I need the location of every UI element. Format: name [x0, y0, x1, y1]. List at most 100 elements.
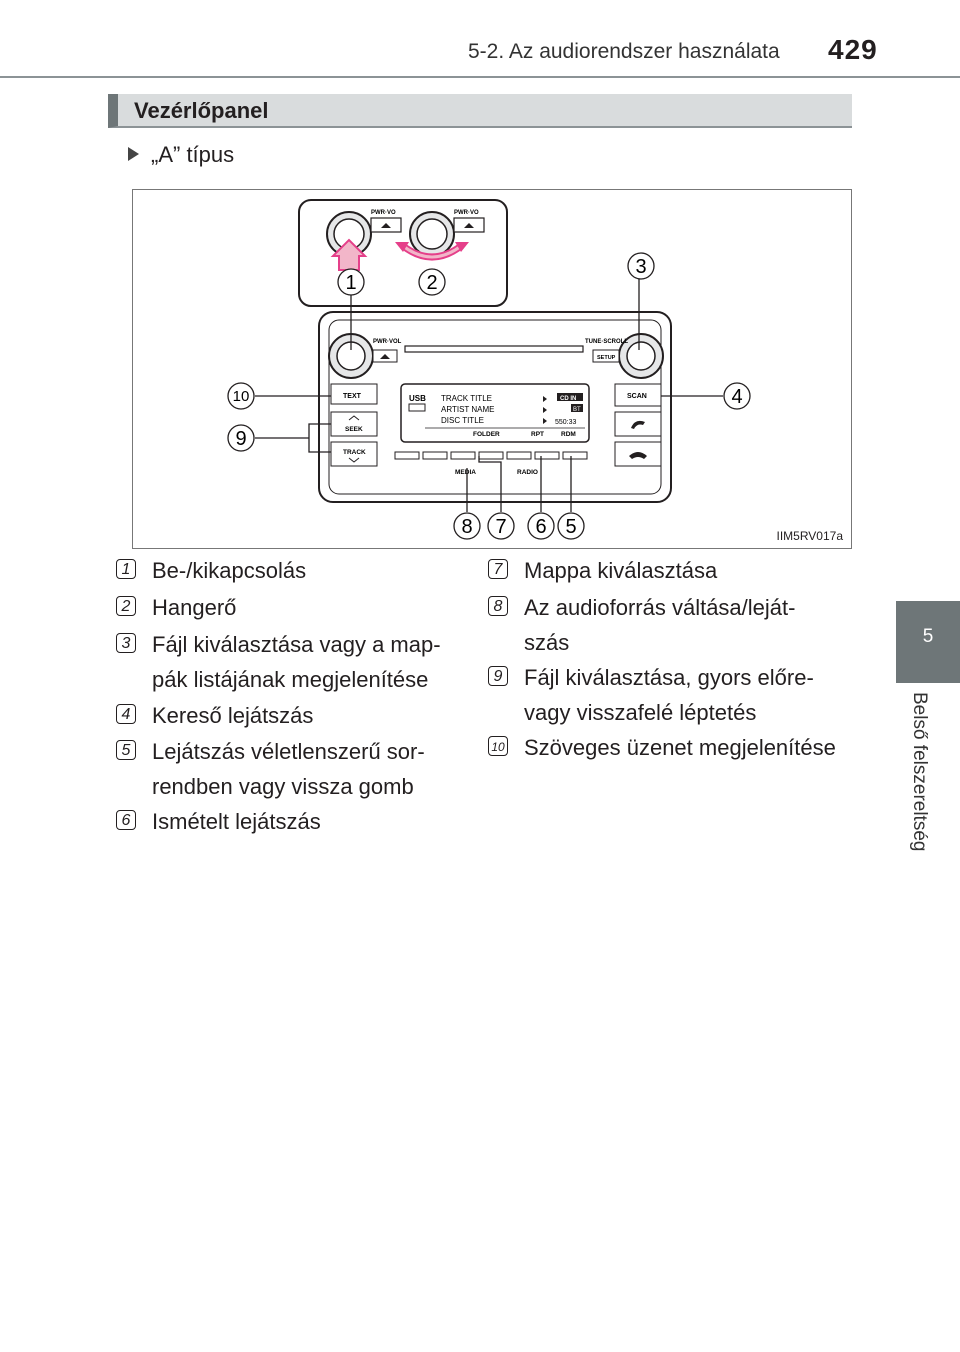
- phone-pickup-icon: [631, 420, 645, 429]
- usb-device-icon: [408, 403, 426, 412]
- cd-in-indicator: [557, 393, 583, 401]
- text-button: [330, 383, 378, 405]
- label-tune-scroll: TUNE·SCROLL: [585, 339, 628, 345]
- running-header: 5-2. Az audiorendszer használata: [468, 40, 780, 63]
- seek-button: [330, 411, 378, 437]
- list-item: 3 Fájl kiválasztása vagy a map- pák list…: [116, 627, 466, 697]
- label-scan: SCAN: [627, 393, 647, 400]
- display-folder: FOLDER: [473, 431, 500, 438]
- callouts: 1 2 3 4 5 6 7 8 9 10: [227, 252, 751, 540]
- item-number-badge: 3: [116, 633, 136, 653]
- item-number-badge: 7: [488, 559, 508, 579]
- figure-id: IIM5RV017a: [776, 529, 844, 543]
- page-number: 429: [828, 34, 878, 65]
- label-pwr-vo-2: PWR·VO: [454, 210, 479, 216]
- item-number-badge: 5: [116, 740, 136, 760]
- display-rpt: RPT: [531, 431, 544, 438]
- svg-text:6: 6: [535, 516, 546, 538]
- display-disc-title: DISC TITLE: [441, 416, 484, 425]
- chapter-label: Belső felszereltség: [909, 692, 930, 852]
- label-seek: SEEK: [345, 426, 363, 433]
- item-text: Mappa kiválasztása: [524, 558, 718, 583]
- label-pwr-vol: PWR·VOL: [373, 339, 402, 345]
- press-arrow-icon: [330, 238, 368, 271]
- leader-lines: [255, 278, 723, 512]
- list-item: 8 Az audioforrás váltása/leját- szás: [488, 590, 848, 660]
- item-text: Fájl kiválasztása, gyors előre- vagy vis…: [524, 665, 814, 725]
- scan-button: [614, 383, 662, 407]
- callout-1: 1: [337, 268, 365, 296]
- display-screen: [400, 383, 590, 443]
- item-text: Hangerő: [152, 595, 237, 620]
- triangle-bullet-icon: [128, 147, 139, 162]
- callout-10: 10: [227, 382, 255, 410]
- list-item: 6 Ismételt lejátszás: [116, 804, 466, 839]
- item-text: Fájl kiválasztása vagy a map- pák listáj…: [152, 632, 441, 692]
- item-text: Be-/kikapcsolás: [152, 558, 307, 583]
- phone-hangup-icon: [629, 452, 647, 459]
- label-radio: RADIO: [517, 469, 538, 476]
- label-setup: SETUP: [597, 355, 616, 361]
- item-text: Ismételt lejátszás: [152, 809, 321, 834]
- item-number-badge: 9: [488, 666, 508, 686]
- cd-slot: [404, 345, 584, 353]
- svg-text:8: 8: [461, 516, 472, 538]
- callout-9: 9: [227, 424, 255, 452]
- item-number-badge: 6: [116, 810, 136, 830]
- callout-5: 5: [557, 512, 585, 540]
- item-number-badge: 8: [488, 596, 508, 616]
- callout-2: 2: [418, 268, 446, 296]
- display-usb: USB: [409, 394, 426, 403]
- label-media: MEDIA: [455, 469, 476, 476]
- phone-hangup-button: [614, 441, 662, 467]
- header-rule: [0, 76, 960, 78]
- item-number-badge: 1: [116, 559, 136, 579]
- callout-6: 6: [527, 512, 555, 540]
- item-text: Kereső lejátszás: [152, 703, 314, 728]
- list-item: 7 Mappa kiválasztása: [488, 553, 848, 588]
- control-panel-figure: PWR·VO PWR·VO PWR·VOL TUNE·SCROLL: [132, 189, 852, 549]
- type-label: „A” típus: [151, 142, 235, 167]
- display-cd-in: CD IN: [560, 396, 576, 402]
- section-heading: Vezérlőpanel: [108, 94, 852, 128]
- item-number-badge: 2: [116, 596, 136, 616]
- label-pwr-vo-1: PWR·VO: [371, 210, 396, 216]
- callout-7: 7: [487, 512, 515, 540]
- setup-button: [592, 349, 620, 363]
- svg-text:4: 4: [731, 386, 742, 408]
- svg-text:2: 2: [426, 272, 437, 294]
- item-text: Az audioforrás váltása/leját- szás: [524, 595, 796, 655]
- list-item: 1 Be-/kikapcsolás: [116, 553, 466, 588]
- inset-knob-2: PWR·VO: [395, 210, 485, 261]
- item-text: Lejátszás véletlenszerű sor- rendben vag…: [152, 739, 425, 799]
- item-number-badge: 10: [488, 736, 508, 756]
- callout-4: 4: [723, 382, 751, 410]
- control-panel-illustration: PWR·VO PWR·VO PWR·VOL TUNE·SCROLL: [227, 199, 751, 540]
- svg-text:5: 5: [565, 516, 576, 538]
- label-text: TEXT: [343, 393, 362, 400]
- svg-text:7: 7: [495, 516, 506, 538]
- callout-3: 3: [627, 252, 655, 280]
- chapter-tab: 5: [896, 601, 960, 683]
- type-line: „A” típus: [128, 142, 234, 168]
- item-number-badge: 4: [116, 704, 136, 724]
- display-track-title: TRACK TITLE: [441, 394, 492, 403]
- display-rdm: RDM: [561, 431, 576, 438]
- label-track: TRACK: [343, 449, 366, 456]
- list-item: 5 Lejátszás véletlenszerű sor- rendben v…: [116, 734, 466, 804]
- section-title: Vezérlőpanel: [134, 98, 269, 123]
- svg-text:9: 9: [235, 428, 246, 450]
- display-bt: BT: [573, 407, 581, 413]
- list-item: 10 Szöveges üzenet megjelenítése: [488, 730, 848, 765]
- list-item: 2 Hangerő: [116, 590, 466, 625]
- svg-text:10: 10: [233, 388, 250, 405]
- svg-text:3: 3: [635, 256, 646, 278]
- list-item: 9 Fájl kiválasztása, gyors előre- vagy v…: [488, 660, 848, 730]
- preset-buttons: [394, 451, 588, 460]
- display-artist-name: ARTIST NAME: [441, 405, 495, 414]
- item-text: Szöveges üzenet megjelenítése: [524, 735, 836, 760]
- list-item: 4 Kereső lejátszás: [116, 698, 466, 733]
- svg-text:1: 1: [345, 272, 356, 294]
- inset-knob-1: PWR·VO: [326, 210, 402, 271]
- display-time: 550:33: [555, 419, 577, 426]
